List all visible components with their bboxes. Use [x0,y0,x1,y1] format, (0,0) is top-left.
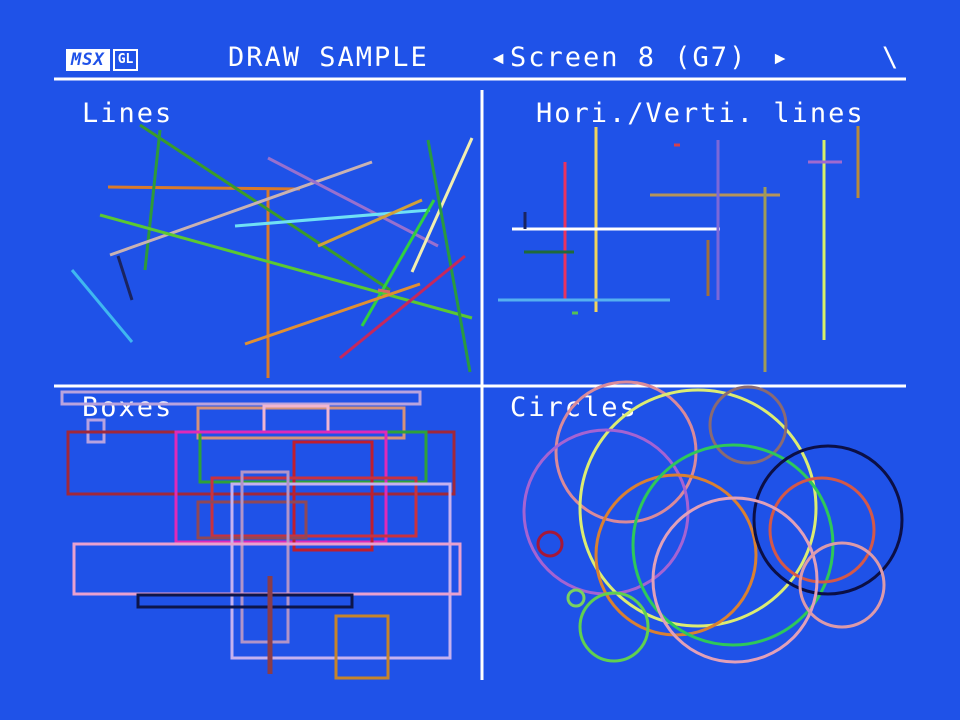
panel-title-boxes: Boxes [82,392,174,423]
random-lines [70,123,474,378]
msx-gl-logo: MSX GL [66,48,139,72]
random-circles [522,380,904,664]
random-boxes [60,390,462,680]
panel-title-hv-lines: Hori./Verti. lines [536,98,865,129]
logo-gl-badge: GL [112,49,139,71]
screen-mode-label: Screen 8 (G7) [510,42,748,73]
panel-dividers [54,77,906,680]
panel-title-lines: Lines [82,98,174,129]
screen-prev-arrow-icon[interactable]: ◂ [490,42,509,73]
logo-msx-text: MSX [66,49,110,71]
app-title: DRAW SAMPLE [228,42,429,73]
busy-spinner-icon: \ [882,42,901,73]
screen-next-arrow-icon[interactable]: ▸ [772,42,791,73]
hv-lines [498,126,860,372]
